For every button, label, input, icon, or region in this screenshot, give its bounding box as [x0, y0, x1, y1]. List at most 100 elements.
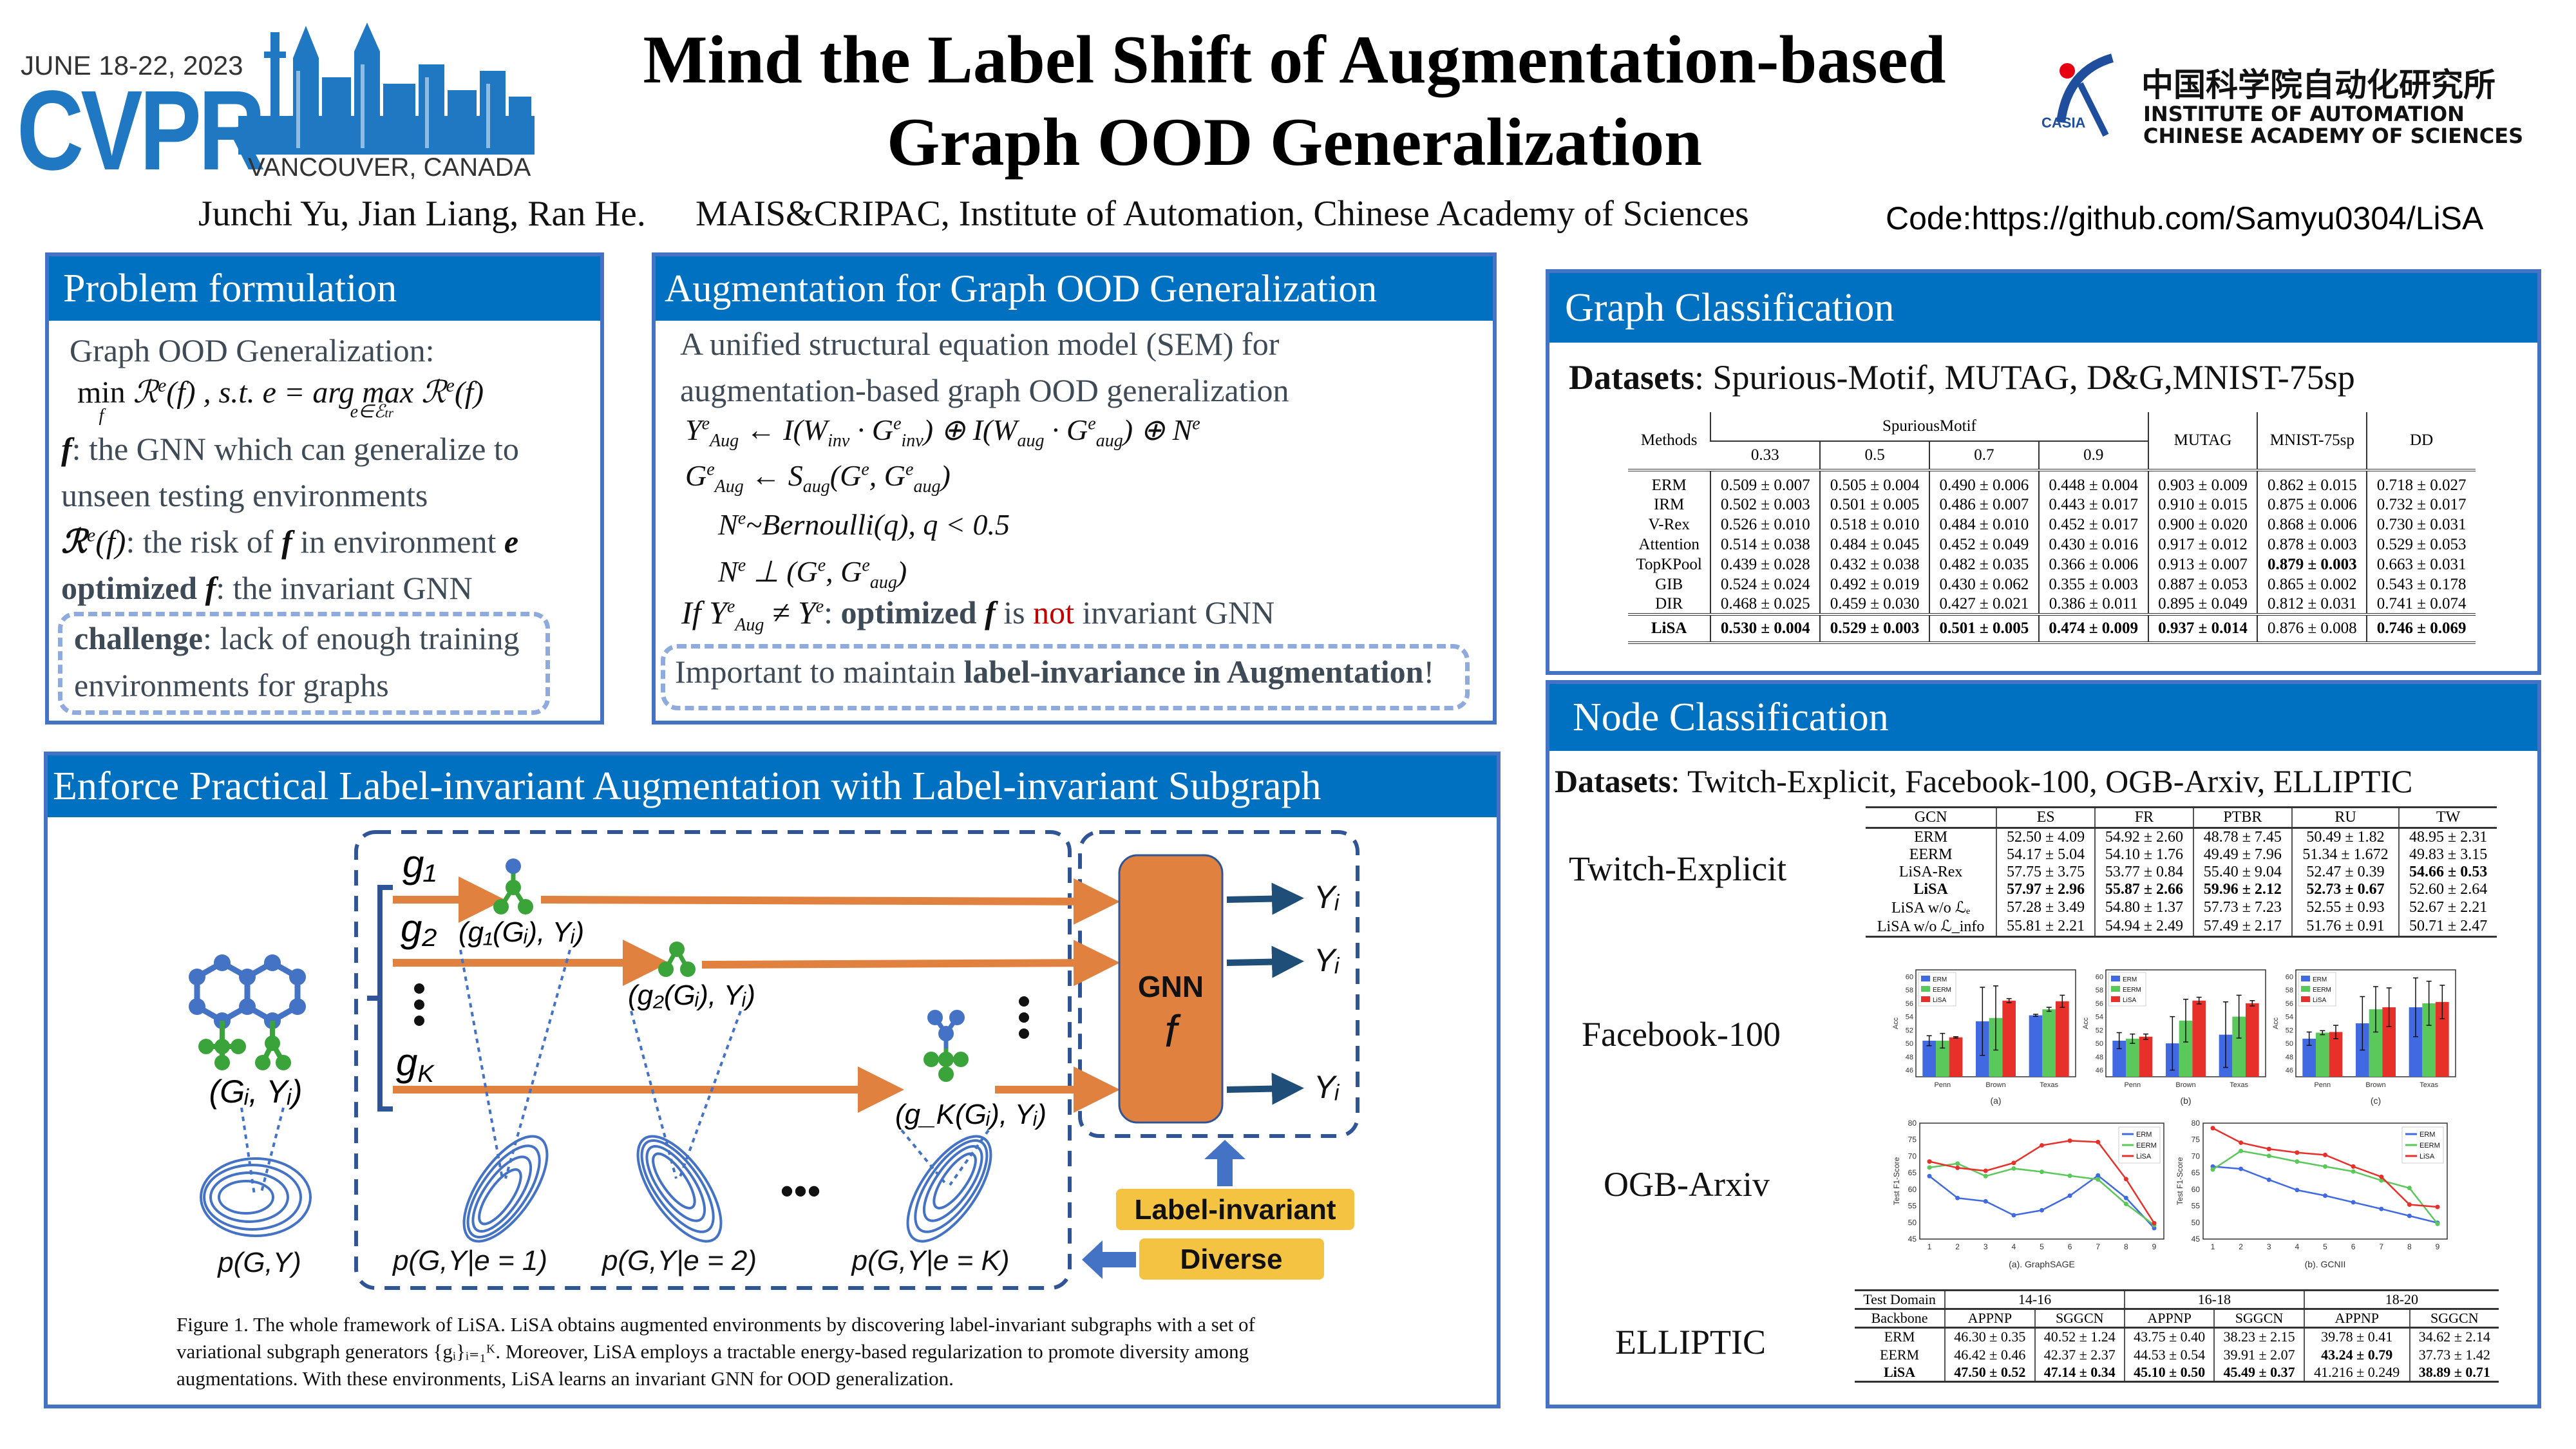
dataset-label-ogb-arxiv: OGB-Arxiv — [1604, 1165, 1770, 1204]
poster-title-line1: Mind the Label Shift of Augmentation-bas… — [643, 22, 1946, 97]
y-tick-label: 46 — [2096, 1067, 2103, 1075]
value-cell: 57.97 ± 2.96 — [1996, 881, 2096, 898]
value-cell: 0.501 ± 0.005 — [1819, 495, 1929, 515]
important-callout — [661, 644, 1470, 710]
node-datasets: Datasets: Twitch-Explicit, Facebook-100,… — [1555, 763, 2413, 799]
y-tick-label: 45 — [1908, 1235, 1917, 1244]
authors: Junchi Yu, Jian Liang, Ran He. — [198, 194, 646, 234]
data-point — [2011, 1160, 2016, 1166]
casia-abbr: CASIA — [2041, 115, 2086, 131]
value-cell: 0.502 ± 0.003 — [1710, 495, 1821, 515]
legend-label: EERM — [2420, 1142, 2440, 1150]
x-tick-label: 2 — [1955, 1242, 1960, 1251]
error-bar — [2306, 1031, 2312, 1046]
output-label: Yᵢ — [1314, 942, 1340, 978]
data-point — [2295, 1159, 2300, 1164]
bar-erm — [2112, 1040, 2126, 1077]
data-point — [2407, 1213, 2412, 1218]
value-cell: 57.28 ± 3.49 — [1996, 898, 2096, 917]
method-cell: LiSA w/o ℒ_info — [1877, 918, 1985, 935]
method-cell: Attention — [1638, 535, 1700, 553]
legend-label: EERM — [2123, 987, 2141, 994]
value-cell: 0.718 ± 0.027 — [2366, 470, 2476, 495]
y-tick-label: 48 — [1906, 1054, 1913, 1061]
input-pair-label: (Gᵢ, Yᵢ) — [209, 1074, 303, 1110]
column-header: SGGCN — [2213, 1309, 2304, 1329]
error-bar — [2170, 1016, 2175, 1071]
label-invariant-tag — [1116, 1189, 1354, 1230]
error-bar — [2116, 1032, 2122, 1050]
data-point — [2435, 1221, 2440, 1226]
value-cell: 0.486 ± 0.007 — [1928, 495, 2039, 515]
data-point — [2379, 1174, 2384, 1179]
method-cell: EERM — [1909, 846, 1953, 863]
value-cell: 0.917 ± 0.012 — [2147, 535, 2258, 554]
y-tick-label: 50 — [2286, 1040, 2293, 1048]
gnn-label: GNN — [1138, 970, 1204, 1003]
value-cell: 0.868 ± 0.006 — [2257, 515, 2367, 535]
dataset-label-elliptic: ELLIPTIC — [1615, 1323, 1766, 1361]
y-tick-label: 48 — [2286, 1054, 2293, 1061]
y-tick-label: 58 — [1906, 987, 1913, 994]
value-cell: 0.741 ± 0.074 — [2366, 594, 2476, 614]
x-tick-label: 8 — [2124, 1242, 2128, 1251]
column-header: 0.33 — [1710, 441, 1821, 471]
y-tick-label: 60 — [2192, 1185, 2201, 1194]
data-point — [2351, 1164, 2356, 1169]
data-point — [1927, 1173, 1932, 1179]
value-cell: 45.49 ± 0.37 — [2213, 1363, 2304, 1382]
x-tick-label: 9 — [2152, 1242, 2157, 1251]
code-link[interactable]: Code:https://github.com/Samyu0304/LiSA — [1886, 200, 2484, 236]
value-cell: 0.484 ± 0.010 — [1928, 515, 2039, 535]
value-cell: 0.452 ± 0.017 — [2038, 515, 2148, 535]
error-bar — [2439, 985, 2445, 1019]
x-tick-label: 4 — [2295, 1242, 2300, 1251]
column-header: FR — [2094, 807, 2193, 829]
data-point — [2266, 1153, 2271, 1159]
data-point — [2096, 1177, 2101, 1182]
bar-eerm — [1936, 1040, 1949, 1077]
column-header: 0.9 — [2038, 441, 2148, 471]
y-tick-label: 80 — [1908, 1119, 1917, 1128]
bar-eerm — [2042, 1009, 2056, 1077]
legend-label: LiSA — [2313, 997, 2326, 1004]
value-cell: 34.62 ± 2.14 — [2409, 1327, 2499, 1346]
skyline-icon — [238, 23, 535, 155]
y-axis-label: Acc — [1892, 1017, 1900, 1029]
y-tick-label: 60 — [1908, 1185, 1917, 1194]
value-cell: 0.355 ± 0.003 — [2038, 574, 2148, 594]
challenge-callout — [58, 612, 550, 715]
data-point — [2239, 1140, 2244, 1145]
value-cell: 0.879 ± 0.003 — [2257, 554, 2367, 574]
method-cell: V-Rex — [1648, 515, 1690, 533]
value-cell: 0.448 ± 0.004 — [2038, 470, 2148, 495]
column-header: Methods — [1628, 412, 1711, 471]
legend-swatch — [2111, 976, 2120, 981]
method-cell: EERM — [1880, 1346, 1920, 1363]
value-cell: 0.474 ± 0.009 — [2038, 613, 2148, 643]
value-cell: 0.937 ± 0.014 — [2147, 613, 2258, 643]
value-cell: 0.903 ± 0.009 — [2147, 470, 2258, 495]
value-cell: 0.509 ± 0.007 — [1710, 470, 1821, 495]
value-cell: 52.47 ± 0.39 — [2291, 864, 2400, 881]
x-tick-label: Brown — [1985, 1081, 2005, 1089]
y-tick-label: 50 — [1908, 1218, 1917, 1227]
y-tick-label: 80 — [2192, 1119, 2201, 1128]
column-group-header: SpuriousMotif — [1710, 412, 2148, 442]
value-cell: 55.81 ± 2.21 — [1996, 917, 2096, 937]
institute-name-cn: 中国科学院自动化研究所 — [2141, 66, 2496, 104]
y-tick-label: 75 — [2192, 1135, 2201, 1144]
generator-dashed-box — [354, 830, 1072, 1290]
value-cell: 41.216 ± 0.249 — [2303, 1363, 2410, 1382]
